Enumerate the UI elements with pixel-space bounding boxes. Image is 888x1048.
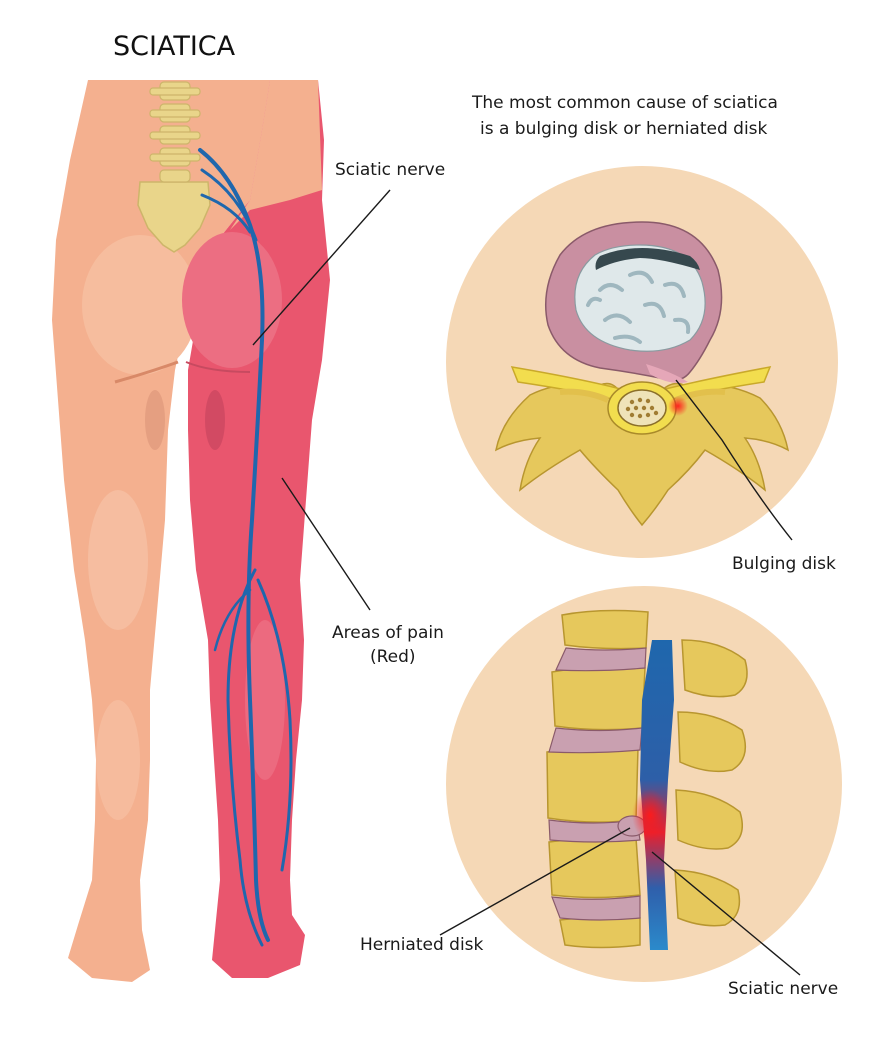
lumbar-vertebrae: [149, 81, 201, 183]
leader-areas-of-pain: [281, 477, 371, 611]
vertebra-processes: [494, 382, 790, 527]
disk-nucleus: [574, 244, 706, 352]
leader-bulging-disk: [675, 379, 793, 541]
human-back-body: [52, 80, 330, 982]
label-sciatic-nerve-top: Sciatic nerve: [335, 160, 445, 180]
right-buttock: [182, 232, 282, 368]
sacrum: [137, 181, 211, 253]
label-sciatic-nerve-bottom: Sciatic nerve: [728, 979, 838, 999]
leader-sciatic-nerve-top: [252, 189, 391, 346]
vertebra-cross-section-icon: [446, 166, 838, 558]
label-bulging-disk: Bulging disk: [732, 554, 836, 574]
subtitle-line-1: The most common cause of sciatica: [471, 93, 778, 113]
left-buttock: [82, 235, 198, 375]
leader-herniated-disk: [439, 827, 631, 936]
label-herniated-disk: Herniated disk: [360, 935, 484, 955]
label-areas-of-pain-red: (Red): [370, 647, 416, 667]
page-title: SCIATICA: [113, 31, 236, 62]
label-areas-of-pain: Areas of pain: [332, 623, 444, 643]
sciatic-nerve-path: [198, 148, 293, 947]
spine-side-view-icon: [446, 586, 842, 982]
leader-sciatic-nerve-bottom: [651, 851, 801, 976]
subtitle-line-2: is a bulging disk or herniated disk: [480, 119, 768, 139]
